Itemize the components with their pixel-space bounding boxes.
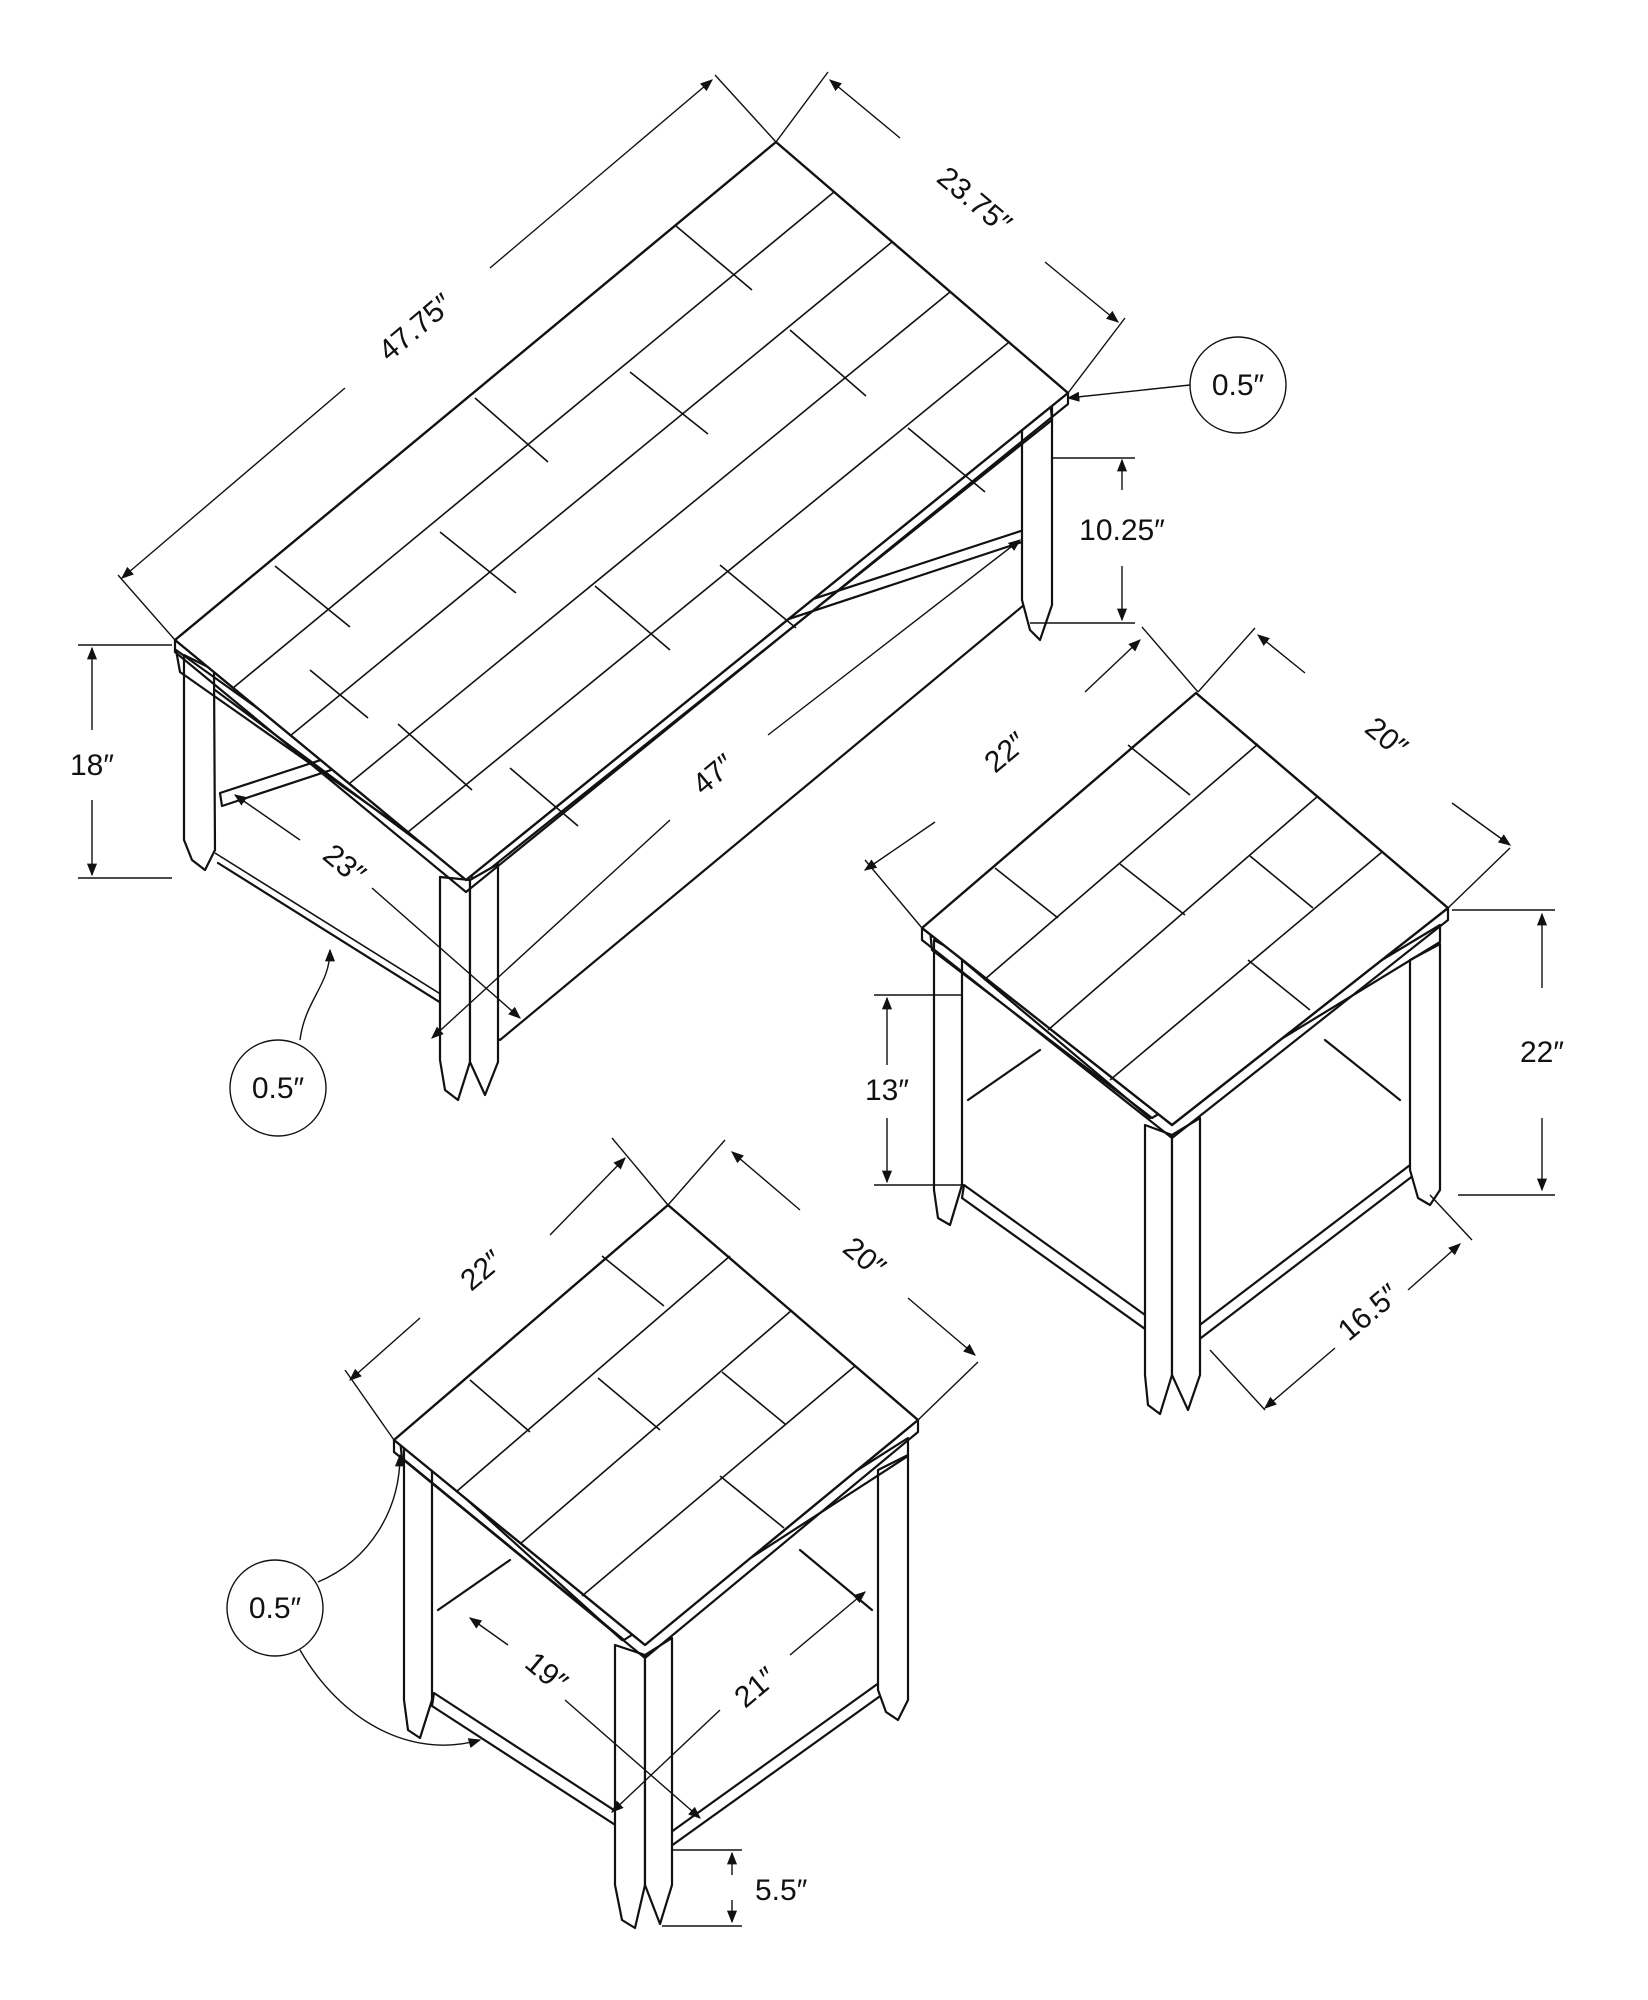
label-coffee-shelf-length: 47″ <box>686 748 741 802</box>
label-coffee-length: 47.75″ <box>372 287 459 368</box>
coffee-table-leg-front <box>438 875 472 1102</box>
coffee-table-leg-left <box>182 653 217 872</box>
label-right-height: 22″ <box>1520 1036 1564 1069</box>
end-table-right-leg-back <box>1408 942 1442 1207</box>
label-right-width: 20″ <box>1359 711 1414 765</box>
label-coffee-shelf-thickness: 0.5″ <box>252 1072 305 1105</box>
dim-coffee-width <box>829 79 901 139</box>
coffee-top-thickness-callout <box>1189 336 1287 434</box>
dim-right-length <box>1084 639 1141 693</box>
bottom-top-thickness-callout <box>226 1559 324 1657</box>
end-table-right <box>920 691 1450 1416</box>
dim-right-shelf-depth <box>1264 1347 1336 1409</box>
dim-coffee-shelf-width <box>233 794 301 841</box>
end-table-right-planks <box>983 743 1383 1081</box>
label-coffee-width: 23.75″ <box>931 161 1018 242</box>
dim-bottom-width <box>731 1151 801 1211</box>
dim-coffee-shelf-length <box>431 819 671 1039</box>
coffee-shelf-thickness-callout <box>229 1039 327 1137</box>
label-bottom-length: 22″ <box>454 1244 509 1298</box>
label-bottom-shelf-width: 21″ <box>728 1661 783 1715</box>
coffee-table <box>173 140 1070 1102</box>
dim-bottom-shelf-length <box>468 1617 509 1646</box>
label-right-shelf-depth: 16.5″ <box>1332 1278 1406 1348</box>
end-table-right-leg-front <box>1143 1123 1174 1416</box>
label-bottom-shelf-length: 19″ <box>519 1646 574 1700</box>
dimension-lines <box>78 71 1555 1927</box>
label-coffee-shelf-clearance: 10.25″ <box>1079 514 1165 547</box>
coffee-table-top <box>173 140 1070 882</box>
end-table-bottom-planks <box>455 1255 856 1597</box>
dim-right-width <box>1257 634 1306 674</box>
end-table-bottom-leg-left <box>402 1443 434 1740</box>
label-right-shelf-clearance: 13″ <box>865 1074 909 1107</box>
dim-bottom-shelf-width <box>611 1709 721 1813</box>
coffee-table-planks <box>232 191 1009 833</box>
dim-bottom-length <box>549 1157 626 1236</box>
label-coffee-height: 18″ <box>70 749 114 782</box>
label-bottom-top-thickness: 0.5″ <box>249 1592 302 1625</box>
label-coffee-top-thickness: 0.5″ <box>1212 369 1265 402</box>
label-bottom-width: 20″ <box>837 1231 892 1285</box>
end-table-right-leg-left <box>932 938 964 1227</box>
label-right-length: 22″ <box>978 726 1033 780</box>
dim-coffee-length <box>121 387 346 579</box>
end-table-bottom-leg-front <box>613 1643 647 1930</box>
label-coffee-shelf-width: 23″ <box>317 838 372 892</box>
coffee-table-shelf-edge <box>216 598 1032 1042</box>
end-table-bottom <box>392 1203 920 1930</box>
end-table-bottom-leg-back <box>876 1453 910 1722</box>
label-bottom-leg-clearance: 5.5″ <box>755 1874 808 1907</box>
